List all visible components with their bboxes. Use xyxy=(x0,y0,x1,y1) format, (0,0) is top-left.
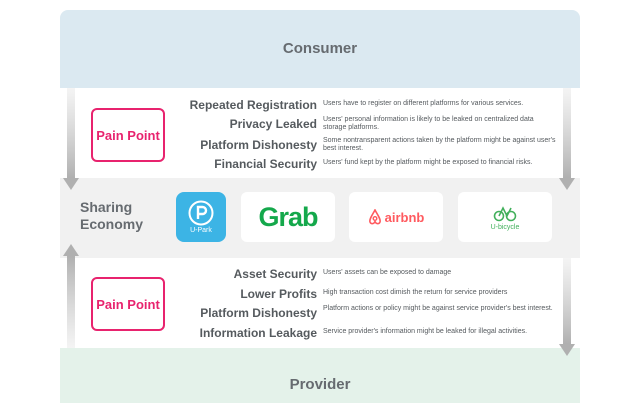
grab-text: Grab xyxy=(258,201,318,232)
provider-band: Provider xyxy=(60,348,580,403)
pain-label: Platform Dishonesty xyxy=(200,138,317,152)
arrow-down-right-bottom xyxy=(559,258,575,356)
provider-pain-row-asset: Asset Security Users' assets can be expo… xyxy=(150,265,570,287)
parking-icon xyxy=(188,200,214,226)
pain-label: Privacy Leaked xyxy=(229,117,317,131)
grab-logo: Grab xyxy=(241,192,335,242)
arrow-up-left-bottom xyxy=(63,244,79,348)
sharing-line1: Sharing xyxy=(80,199,133,215)
pain-desc: Some nontransparent actions taken by the… xyxy=(323,137,556,152)
pain-desc: Users' fund kept by the platform might b… xyxy=(323,159,533,166)
consumer-pain-row-privacy: Privacy Leaked Users' personal informati… xyxy=(150,115,570,137)
consumer-pain-point-box: Pain Point xyxy=(91,108,165,162)
provider-title: Provider xyxy=(289,376,351,393)
arrow-down-right-top xyxy=(559,88,575,190)
provider-pain-point-box: Pain Point xyxy=(91,277,165,331)
provider-pain-row-profits: Lower Profits High transaction cost dimi… xyxy=(150,285,570,307)
provider-pain-row-dishonesty: Platform Dishonesty Platform actions or … xyxy=(150,304,570,326)
consumer-band: Consumer xyxy=(60,10,580,88)
sharing-line2: Economy xyxy=(80,216,144,232)
consumer-pain-row-financial: Financial Security Users' fund kept by t… xyxy=(150,155,570,177)
pain-desc: Platform actions or policy might be agai… xyxy=(323,305,553,312)
consumer-pain-row-registration: Repeated Registration Users have to regi… xyxy=(150,96,570,118)
upark-logo: U-Park xyxy=(176,192,226,242)
pain-label: Platform Dishonesty xyxy=(200,306,317,320)
pain-label: Financial Security xyxy=(214,157,317,171)
pain-desc: Users have to register on different plat… xyxy=(323,100,524,107)
pain-desc: Users' assets can be exposed to damage xyxy=(323,269,452,276)
provider-pain-row-leakage: Information Leakage Service provider's i… xyxy=(150,324,570,346)
airbnb-belo-icon xyxy=(368,209,381,225)
pain-desc: Users' personal information is likely to… xyxy=(323,116,534,131)
upark-text: U-Park xyxy=(190,227,212,234)
pain-label: Lower Profits xyxy=(240,287,317,301)
pain-label: Repeated Registration xyxy=(189,98,317,112)
pain-label: Asset Security xyxy=(233,267,317,281)
pain-desc: Service provider's information might be … xyxy=(323,328,528,335)
airbnb-logo: airbnb xyxy=(349,192,443,242)
pain-desc: High transaction cost dimish the return … xyxy=(323,289,508,296)
ubicycle-logo: U-bicycle xyxy=(458,192,552,242)
airbnb-text: airbnb xyxy=(384,209,425,225)
ubicycle-text: U-bicycle xyxy=(490,223,520,231)
arrow-down-left-top xyxy=(63,88,79,190)
sharing-economy-label: Sharing Economy xyxy=(80,199,160,233)
consumer-title: Consumer xyxy=(282,40,358,57)
bicycle-icon xyxy=(493,205,517,221)
pain-label: Information Leakage xyxy=(199,326,317,340)
consumer-pain-row-dishonesty: Platform Dishonesty Some nontransparent … xyxy=(150,136,570,158)
